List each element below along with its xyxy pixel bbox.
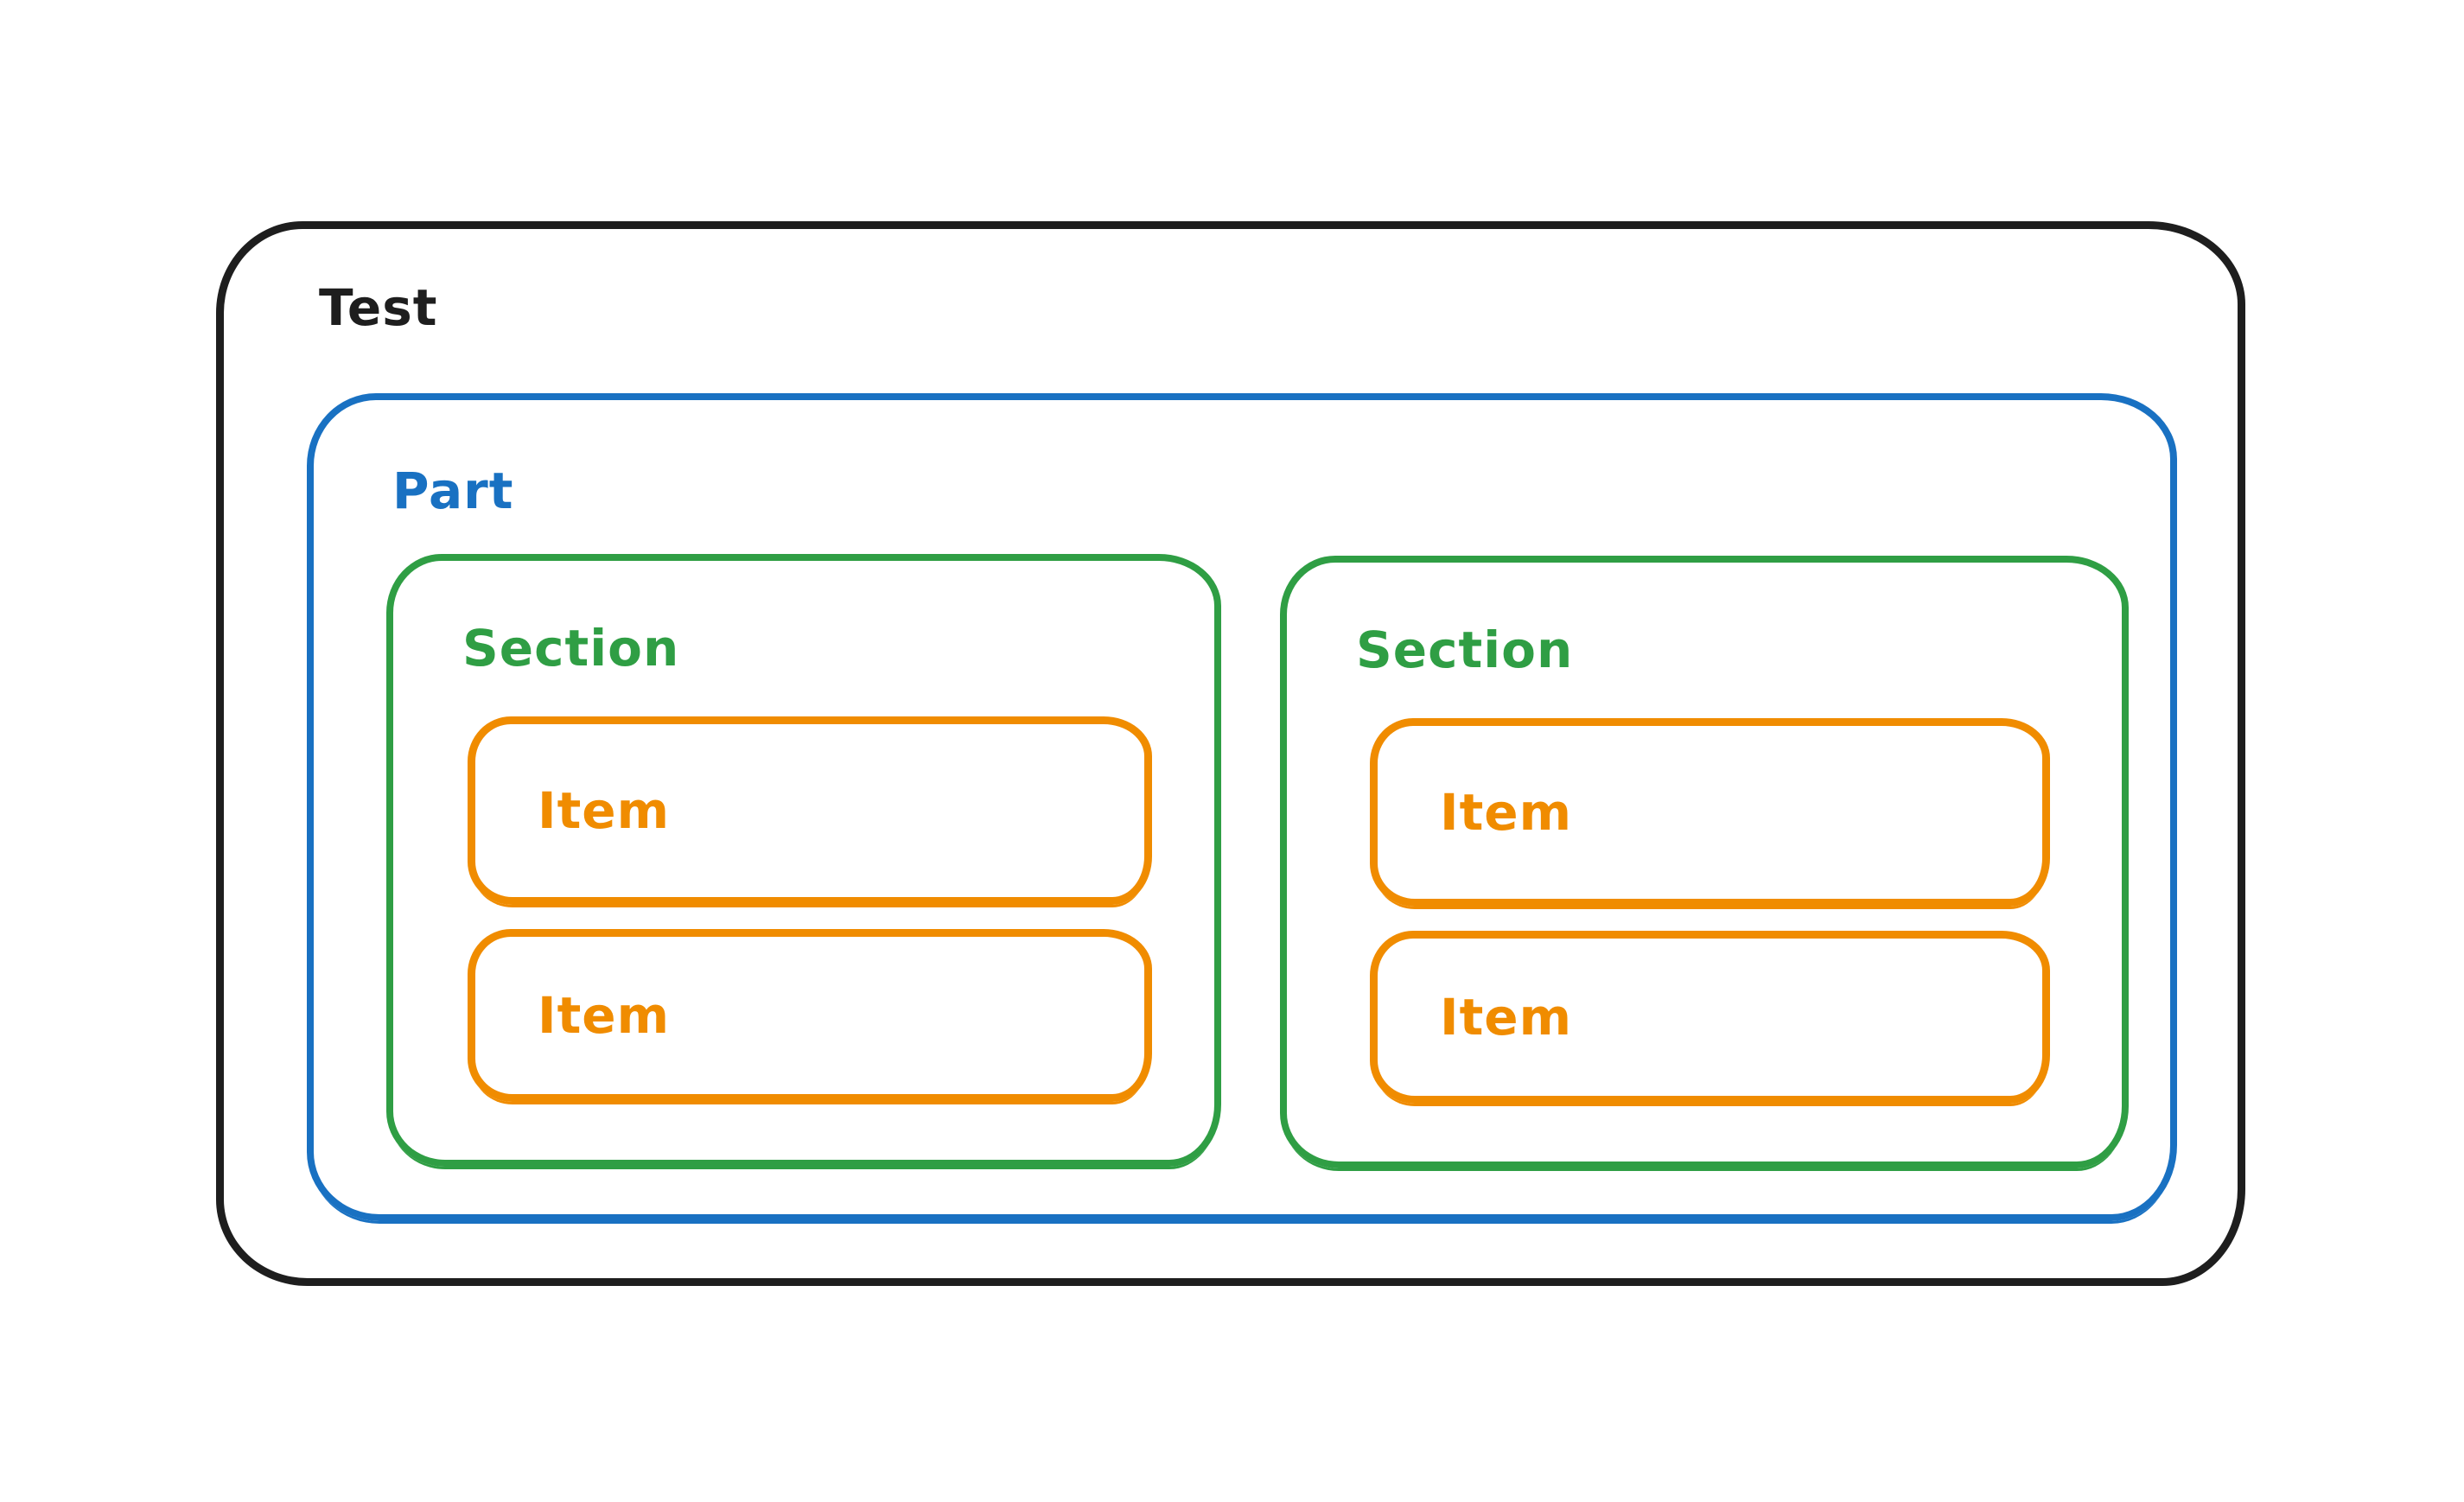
item-box: Item — [1370, 931, 2050, 1104]
item-label: Item — [1440, 783, 1573, 842]
section-box-right: Section Item Item — [1280, 556, 2129, 1168]
item-label: Item — [538, 986, 671, 1045]
part-label: Part — [392, 461, 514, 520]
item-label: Item — [1440, 988, 1573, 1047]
section-box-left: Section Item Item — [386, 554, 1221, 1167]
part-box: Part Section Item Item Section Item Item — [307, 393, 2177, 1221]
section-label: Section — [462, 619, 680, 678]
item-label: Item — [538, 781, 671, 840]
test-label: Test — [319, 278, 438, 337]
item-box: Item — [468, 929, 1152, 1102]
item-box: Item — [1370, 718, 2050, 907]
item-box: Item — [468, 716, 1152, 905]
test-box: Test Part Section Item Item Section Item… — [216, 221, 2245, 1286]
section-label: Section — [1356, 621, 1574, 679]
